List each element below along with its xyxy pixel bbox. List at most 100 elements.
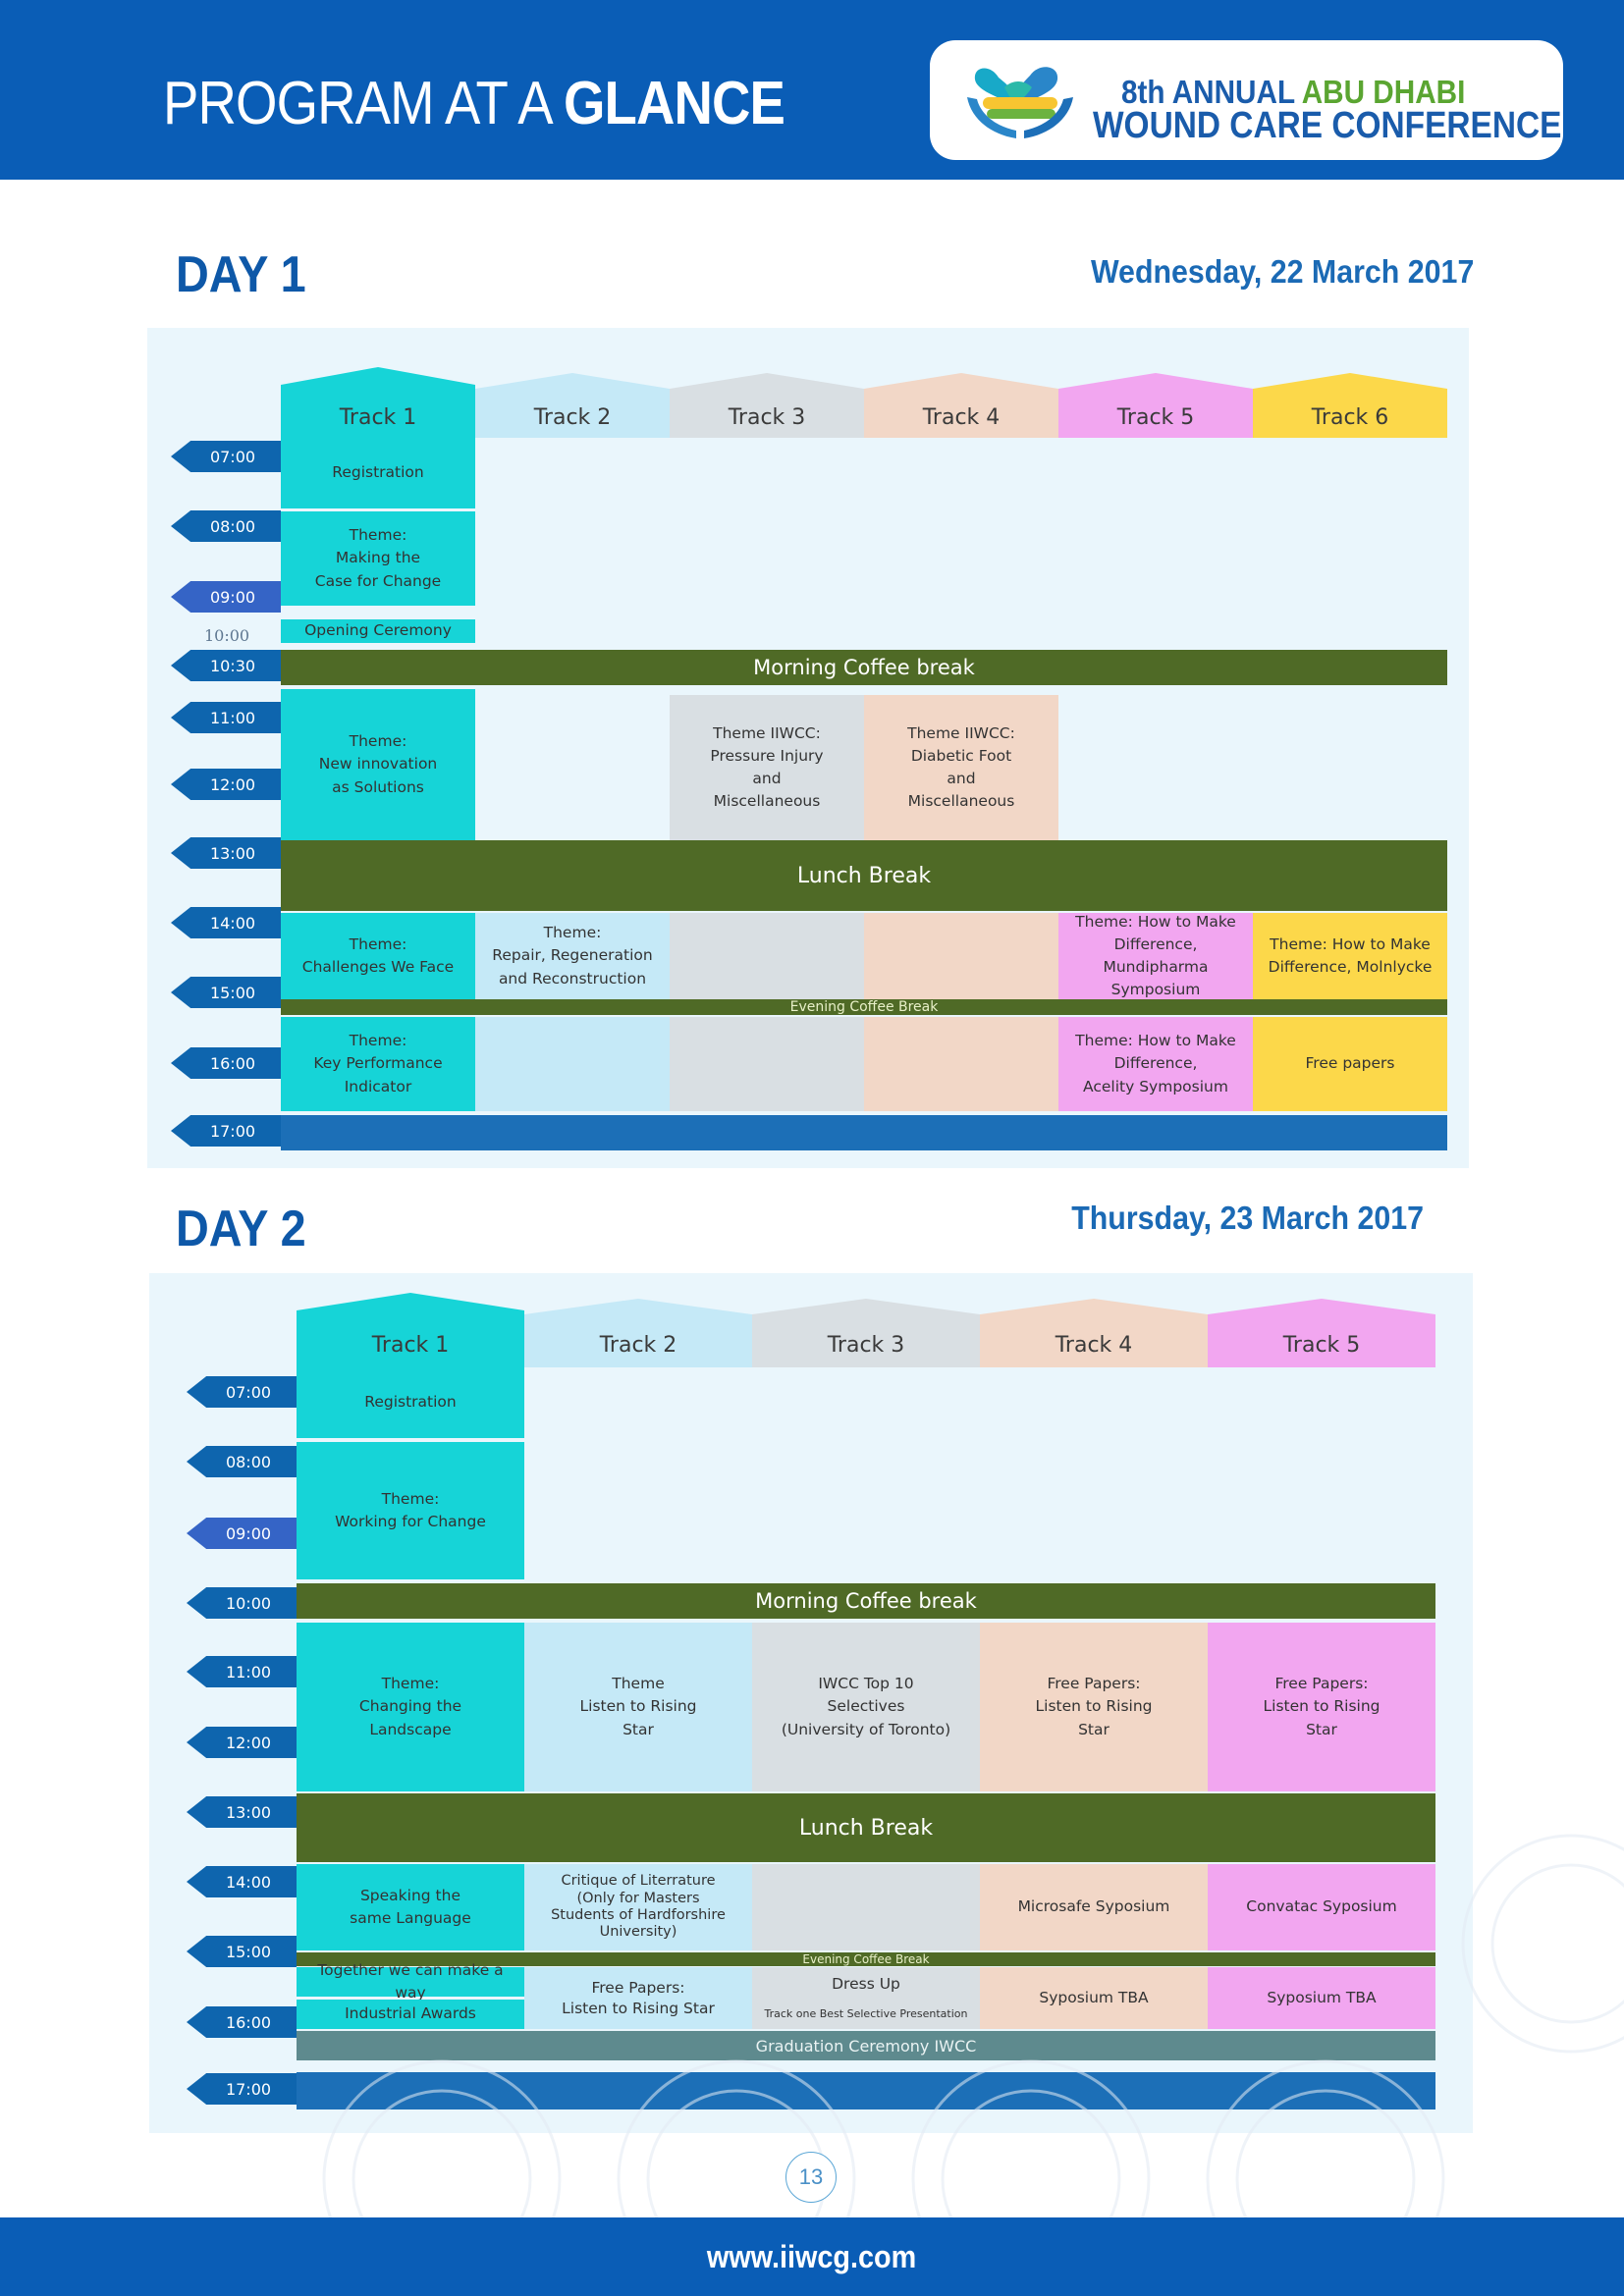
day2-time-tag: 12:00 — [187, 1727, 297, 1758]
day2-date: Thursday, 23 March 2017 — [1071, 1200, 1424, 1236]
day2-track-label: Track 5 — [1282, 1332, 1361, 1358]
day1-time-tag: 10:30 — [171, 650, 281, 681]
day2-track-header-3: Track 3 — [752, 1299, 980, 1367]
day2-time-tag: 16:00 — [187, 2006, 297, 2038]
day1-morning-coffee-break: Morning Coffee break — [281, 650, 1447, 685]
day1-time-tag: 16:00 — [171, 1047, 281, 1079]
day1-theme-acelity: Theme: How to Make Difference, Acelity S… — [1058, 1017, 1253, 1111]
day1-lunch-break: Lunch Break — [281, 840, 1447, 911]
day2-registration: Registration — [297, 1367, 524, 1438]
day2-track-peak — [1208, 1299, 1435, 1323]
day2-theme-changing-landscape: Theme: Changing the Landscape — [297, 1623, 524, 1791]
day1-registration: Registration — [281, 438, 475, 508]
day1-track-header-5: Track 5 — [1058, 373, 1253, 438]
day1-theme-kpi: Theme: Key Performance Indicator — [281, 1017, 475, 1111]
day2-schedule: Track 1 Track 2 Track 3 Track 4 Track 5 … — [149, 1273, 1473, 2133]
day2-convatac-symposium: Convatac Syposium — [1208, 1864, 1435, 1950]
day1-theme-challenges: Theme: Challenges We Face — [281, 913, 475, 999]
day2-symposium-tba-track4: Syposium TBA — [980, 1967, 1208, 2029]
day2-time-tag: 15:00 — [187, 1936, 297, 1967]
day2-time-tag: 10:00 — [187, 1587, 297, 1619]
day2-morning-coffee-break: Morning Coffee break — [297, 1583, 1435, 1619]
day2-lunch-break: Lunch Break — [297, 1793, 1435, 1862]
day1-track-peak — [1058, 373, 1253, 398]
day1-track-label: Track 5 — [1116, 404, 1195, 430]
page-title: PROGRAM AT A GLANCE — [163, 69, 785, 138]
day1-schedule: Track 1 Track 2 Track 3 Track 4 Track 5 … — [147, 328, 1469, 1168]
day1-time-tag: 12:00 — [171, 769, 281, 800]
day2-free-papers-track4: Free Papers: Listen to Rising Star — [980, 1623, 1208, 1791]
day1-time-tag: 13:00 — [171, 837, 281, 869]
day1-theme-mundipharma: Theme: How to Make Difference, Mundiphar… — [1058, 913, 1253, 999]
day2-track-header-5: Track 5 — [1208, 1299, 1435, 1367]
day1-track-label: Track 1 — [339, 404, 417, 430]
day2-track-label: Track 2 — [599, 1332, 677, 1358]
day1-track-peak — [281, 367, 475, 398]
day2-time-tag: 14:00 — [187, 1866, 297, 1897]
day2-graduation-ceremony: Graduation Ceremony IWCC — [297, 2031, 1435, 2060]
day2-time-tag: 08:00 — [187, 1446, 297, 1477]
day1-theme-molnlycke: Theme: How to Make Difference, Molnlycke — [1253, 913, 1447, 999]
day1-time-tag: 09:00 — [171, 581, 281, 613]
day1-evening-coffee-break: Evening Coffee Break — [281, 999, 1447, 1015]
day1-track-header-4: Track 4 — [864, 373, 1058, 438]
day2-empty-track3 — [752, 1864, 980, 1950]
day1-time-tag: 11:00 — [171, 702, 281, 733]
day2-track-label: Track 4 — [1055, 1332, 1133, 1358]
day2-time-tag: 13:00 — [187, 1796, 297, 1828]
day1-track-label: Track 2 — [533, 404, 612, 430]
conference-logo: 8th ANNUAL ABU DHABI WOUND CARE CONFEREN… — [930, 40, 1563, 160]
day2-critique-literature: Critique of Literrature (Only for Master… — [524, 1864, 752, 1950]
day1-time-tag: 15:00 — [171, 977, 281, 1008]
day2-time-tag: 09:00 — [187, 1518, 297, 1549]
day2-industrial-awards: Industrial Awards — [297, 2000, 524, 2029]
day2-track-peak — [297, 1293, 524, 1323]
day1-track-peak — [864, 373, 1058, 398]
day1-track-peak — [475, 373, 670, 398]
day2-title: DAY 2 — [176, 1201, 306, 1257]
day2-free-papers-track2: Free Papers: Listen to Rising Star — [524, 1967, 752, 2029]
logo-line-2: WOUND CARE CONFERENCE — [1093, 105, 1562, 146]
day2-dress-up-cell: Dress Up Track one Best Selective Presen… — [752, 1967, 980, 2029]
day2-time-tag: 07:00 — [187, 1376, 297, 1408]
day1-free-papers: Free papers — [1253, 1017, 1447, 1111]
day1-track-header-6: Track 6 — [1253, 373, 1447, 438]
logo-line-1-b: ABU DHABI — [1301, 74, 1466, 110]
page-title-regular: PROGRAM AT A — [163, 70, 564, 137]
day2-evening-coffee-break: Evening Coffee Break — [297, 1952, 1435, 1966]
day2-track-peak — [524, 1299, 752, 1323]
day2-track-header-1: Track 1 — [297, 1293, 524, 1367]
day1-time-tag: 17:00 — [171, 1115, 281, 1147]
day2-symposium-tba-track5: Syposium TBA — [1208, 1967, 1435, 2029]
day1-empty-track3 — [670, 913, 864, 999]
day2-track-peak — [752, 1299, 980, 1323]
day1-track-peak — [670, 373, 864, 398]
day2-track-peak — [980, 1299, 1208, 1323]
day1-theme-repair: Theme: Repair, Regeneration and Reconstr… — [475, 913, 670, 999]
day1-track-header-1: Track 1 — [281, 367, 475, 438]
day2-theme-working-for-change: Theme: Working for Change — [297, 1442, 524, 1579]
logo-line-1: 8th ANNUAL ABU DHABI — [1121, 74, 1465, 111]
day1-theme-diabetic-foot: Theme IIWCC: Diabetic Foot and Miscellan… — [864, 695, 1058, 840]
logo-line-1-a: 8th ANNUAL — [1121, 74, 1302, 110]
day2-time-tag: 17:00 — [187, 2073, 297, 2105]
day1-theme-case-for-change: Theme: Making the Case for Change — [281, 511, 475, 606]
day1-track-label: Track 6 — [1311, 404, 1389, 430]
day2-speaking-same-language: Speaking the same Language — [297, 1864, 524, 1950]
page-title-bold: GLANCE — [563, 70, 785, 137]
page-number: 13 — [785, 2152, 837, 2203]
day2-dress-up: Dress Up — [832, 1975, 900, 1993]
day1-end-band — [281, 1115, 1447, 1150]
decorative-ornament-pattern — [322, 1834, 1624, 2217]
day1-track-header-2: Track 2 — [475, 373, 670, 438]
day2-track-label: Track 3 — [827, 1332, 905, 1358]
day1-time-tag: 07:00 — [171, 441, 281, 472]
day1-title: DAY 1 — [176, 246, 306, 303]
day1-track-peak — [1253, 373, 1447, 398]
footer-url[interactable]: www.iiwcg.com — [707, 2238, 917, 2274]
day1-empty-track4-late — [864, 1017, 1058, 1111]
day2-track-header-4: Track 4 — [980, 1299, 1208, 1367]
day2-track-label: Track 1 — [371, 1332, 450, 1358]
day1-track-label: Track 3 — [728, 404, 806, 430]
hands-heart-logo-icon — [967, 67, 1073, 138]
